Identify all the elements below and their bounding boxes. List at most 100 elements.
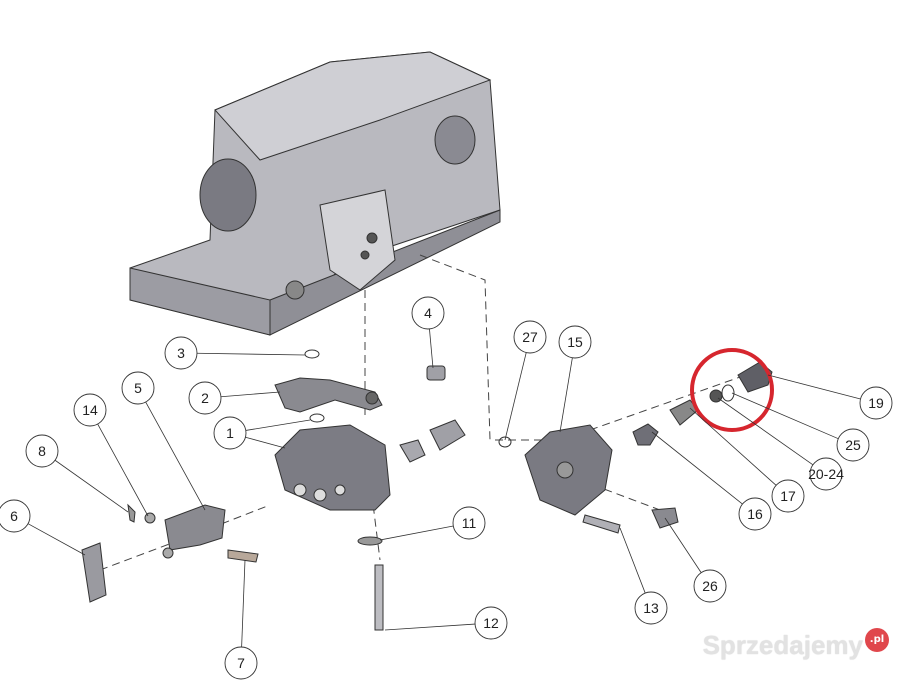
balloon-circle — [693, 569, 727, 603]
balloon-20-24: 20-24 — [808, 457, 844, 491]
leader-line-3 — [196, 352, 306, 356]
balloon-label: 8 — [38, 443, 46, 459]
balloon-label: 19 — [868, 395, 884, 411]
balloon-circle — [213, 416, 247, 450]
leader-line-4 — [429, 328, 434, 369]
balloon-label: 17 — [780, 488, 796, 504]
balloon-circle — [634, 591, 668, 625]
balloon-5: 5 — [121, 371, 155, 405]
leader-line-14 — [97, 423, 149, 517]
balloon-label: 6 — [10, 508, 18, 524]
leader-lines — [27, 328, 861, 648]
part-16 — [632, 423, 659, 446]
balloon-label: 1 — [226, 425, 234, 441]
balloon-19: 19 — [859, 386, 893, 420]
balloon-11: 11 — [452, 506, 486, 540]
part-8-pin — [127, 503, 136, 523]
main-housing — [129, 51, 501, 336]
balloon-13: 13 — [634, 591, 668, 625]
leader-line-27 — [504, 352, 527, 441]
balloon-6: 6 — [0, 499, 31, 533]
part-27-ring — [498, 436, 512, 448]
leader-line-5 — [145, 401, 206, 511]
part-13-bolt — [582, 514, 621, 534]
leader-line-12 — [384, 623, 476, 631]
balloon-circle — [771, 479, 805, 513]
balloon-4: 4 — [411, 296, 445, 330]
leader-line-2 — [220, 391, 281, 398]
leader-line-8 — [54, 459, 129, 513]
part-3-ring — [304, 349, 320, 359]
balloon-label: 7 — [237, 655, 245, 671]
part-12-shaft — [374, 564, 384, 631]
balloon-17: 17 — [771, 479, 805, 513]
parts — [81, 349, 773, 631]
part-20-24 — [709, 389, 723, 403]
part-25-ring — [721, 384, 735, 402]
balloon-circle — [859, 386, 893, 420]
leader-line-25 — [731, 392, 839, 440]
part-2-lever — [274, 377, 383, 413]
balloon-3: 3 — [164, 336, 198, 370]
leader-line-20-24 — [717, 397, 814, 466]
balloon-label: 13 — [643, 600, 659, 616]
balloon-circle — [121, 371, 155, 405]
balloon-label: 14 — [82, 402, 98, 418]
balloon-circle — [809, 457, 843, 491]
watermark-group: Sprzedajemy .pl — [703, 628, 889, 662]
balloon-label: 12 — [483, 615, 499, 631]
leader-line-26 — [664, 517, 702, 573]
balloon-2: 2 — [188, 381, 222, 415]
balloon-circle — [513, 320, 547, 354]
part-14-nut — [144, 512, 156, 524]
part-6-plate — [81, 542, 107, 603]
balloon-circle — [0, 499, 31, 533]
balloon-circle — [164, 336, 198, 370]
part-19-plug — [737, 361, 773, 393]
balloon-circle — [738, 497, 772, 531]
balloon-circle — [411, 296, 445, 330]
balloon-circle — [25, 434, 59, 468]
balloon-label: 27 — [522, 329, 538, 345]
balloon-16: 16 — [738, 497, 772, 531]
leader-line-1 — [245, 436, 286, 449]
balloon-label: 20-24 — [808, 466, 844, 482]
part-5-bracket — [164, 504, 226, 551]
leader-line-15 — [559, 357, 573, 433]
watermark: Sprzedajemy — [702, 630, 863, 660]
leader-line-7 — [241, 559, 246, 648]
balloon-label: 15 — [567, 334, 583, 350]
balloon-14: 14 — [73, 393, 107, 427]
balloon-circle — [474, 606, 508, 640]
balloon-circle — [224, 646, 258, 680]
leader-line-19 — [767, 374, 861, 400]
leader-line-11 — [379, 525, 454, 541]
balloon-circle — [73, 393, 107, 427]
balloon-label: 2 — [201, 390, 209, 406]
balloon-25: 25 — [836, 428, 870, 462]
leader-line-13 — [619, 527, 646, 594]
part-11-washer — [357, 536, 383, 546]
balloon-12: 12 — [474, 606, 508, 640]
balloon-8: 8 — [25, 434, 59, 468]
balloon-label: 16 — [747, 506, 763, 522]
balloon-label: 3 — [177, 345, 185, 361]
balloon-label: 11 — [462, 515, 477, 531]
part-1-body — [274, 424, 391, 511]
balloon-label: 26 — [702, 578, 718, 594]
watermark-badge: .pl — [865, 628, 889, 652]
balloon-label: 4 — [424, 305, 432, 321]
leader-line-1 — [245, 419, 311, 431]
balloon-26: 26 — [693, 569, 727, 603]
balloon-15: 15 — [558, 325, 592, 359]
balloon-circle — [188, 381, 222, 415]
balloon-circle — [452, 506, 486, 540]
balloon-label: 5 — [134, 380, 142, 396]
leader-line-17 — [689, 407, 777, 486]
balloon-label: 25 — [845, 437, 861, 453]
leader-line-16 — [651, 431, 743, 505]
leader-line-6 — [27, 523, 86, 556]
part-7-bolt — [227, 549, 259, 563]
